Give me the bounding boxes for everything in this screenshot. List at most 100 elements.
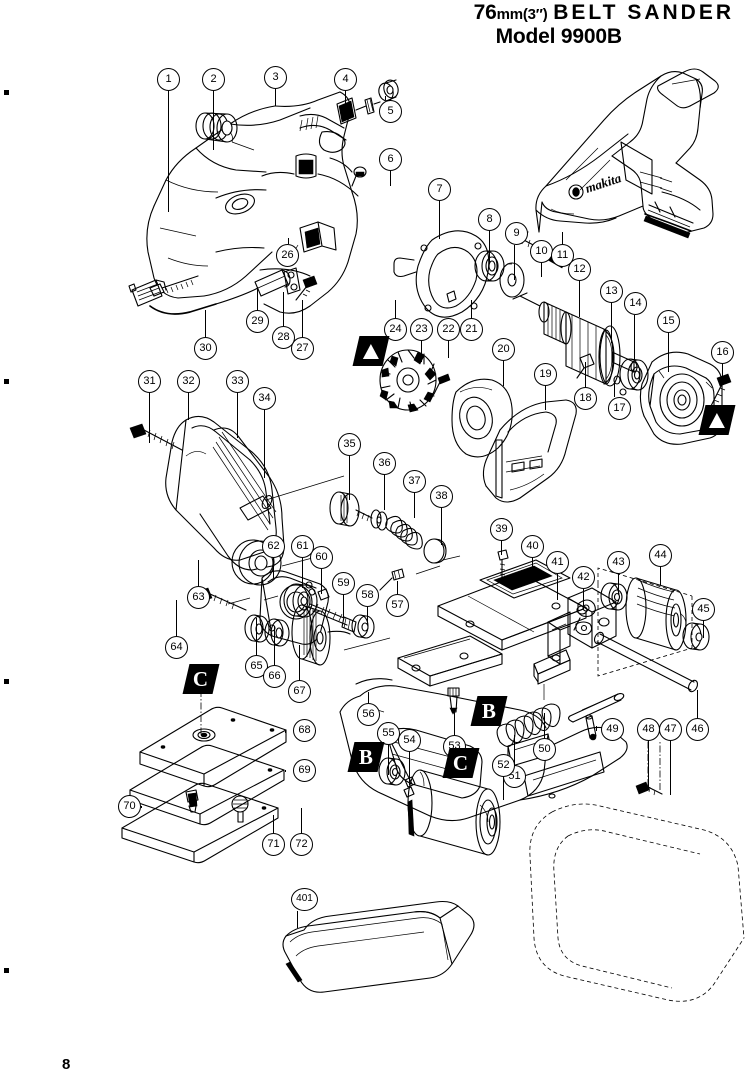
callout-34[interactable]: 34: [253, 387, 276, 410]
callout-13[interactable]: 13: [600, 280, 623, 303]
part-58-bearing: [351, 614, 375, 639]
callout-31[interactable]: 31: [138, 370, 161, 393]
callout-30[interactable]: 30: [194, 337, 217, 360]
part-60-key: [317, 588, 330, 601]
callout-65[interactable]: 65: [245, 655, 268, 678]
callout-7[interactable]: 7: [428, 178, 451, 201]
callout-46[interactable]: 46: [686, 718, 709, 741]
parts-27-30-cord-assembly: [128, 267, 318, 315]
title-unit-metric: mm: [496, 6, 523, 23]
callout-54[interactable]: 54: [398, 729, 421, 752]
callout-leader-72: [301, 808, 302, 833]
callout-8[interactable]: 8: [478, 208, 501, 231]
callout-leader-62: [273, 558, 274, 578]
callout-15[interactable]: 15: [657, 310, 680, 333]
callout-41[interactable]: 41: [546, 551, 569, 574]
callout-71[interactable]: 71: [262, 833, 285, 856]
callout-44[interactable]: 44: [649, 544, 672, 567]
callout-10[interactable]: 10: [530, 240, 553, 263]
callout-leader-3: [275, 89, 276, 106]
callout-leader-20: [503, 361, 504, 386]
title-line-2: Model 9900B: [474, 26, 734, 48]
callout-48[interactable]: 48: [637, 718, 660, 741]
part-67-drive-gear: [291, 604, 351, 666]
callout-leader-18: [585, 362, 586, 387]
callout-29[interactable]: 29: [246, 310, 269, 333]
page-title: 76mm(3″) BELT SANDER Model 9900B: [474, 1, 734, 49]
callout-62[interactable]: 62: [262, 535, 285, 558]
callout-23[interactable]: 23: [410, 318, 433, 341]
callout-59[interactable]: 59: [332, 572, 355, 595]
callout-leader-16: [722, 364, 723, 383]
callout-40[interactable]: 40: [521, 535, 544, 558]
callout-leader-9: [514, 245, 515, 280]
callout-61[interactable]: 61: [291, 535, 314, 558]
callout-9[interactable]: 9: [505, 222, 528, 245]
parts-65-66-bearings: [244, 614, 290, 647]
callout-401[interactable]: 401: [291, 888, 318, 911]
callout-26[interactable]: 26: [276, 244, 299, 267]
callout-58[interactable]: 58: [356, 584, 379, 607]
callout-6[interactable]: 6: [379, 148, 402, 171]
callout-50[interactable]: 50: [533, 738, 556, 761]
part-2-dust-cap: [195, 112, 255, 151]
callout-leader-29: [257, 287, 258, 310]
callout-3[interactable]: 3: [264, 66, 287, 89]
callout-47[interactable]: 47: [659, 718, 682, 741]
callout-12[interactable]: 12: [568, 258, 591, 281]
callout-49[interactable]: 49: [601, 718, 624, 741]
callout-2[interactable]: 2: [202, 68, 225, 91]
callout-17[interactable]: 17: [608, 397, 631, 420]
callout-leader-11: [562, 232, 563, 244]
callout-16[interactable]: 16: [711, 341, 734, 364]
callout-69[interactable]: 69: [293, 759, 316, 782]
callout-21[interactable]: 21: [460, 318, 483, 341]
callout-1[interactable]: 1: [157, 68, 180, 91]
callout-35[interactable]: 35: [338, 433, 361, 456]
callout-70[interactable]: 70: [118, 795, 141, 818]
callout-leader-44: [660, 567, 661, 585]
callout-64[interactable]: 64: [165, 636, 188, 659]
callout-leader-55: [388, 745, 389, 775]
callout-42[interactable]: 42: [572, 566, 595, 589]
callout-36[interactable]: 36: [373, 452, 396, 475]
callout-52[interactable]: 52: [492, 754, 515, 777]
model-number: 9900B: [560, 25, 622, 49]
callout-14[interactable]: 14: [624, 292, 647, 315]
callout-28[interactable]: 28: [272, 326, 295, 349]
callout-leader-401: [297, 911, 298, 928]
callout-39[interactable]: 39: [490, 518, 513, 541]
callout-37[interactable]: 37: [403, 470, 426, 493]
callout-43[interactable]: 43: [607, 551, 630, 574]
callout-leader-58: [367, 607, 368, 625]
part-23-fan-wheel: [379, 349, 451, 413]
callout-68[interactable]: 68: [293, 719, 316, 742]
callout-5[interactable]: 5: [379, 100, 402, 123]
callout-19[interactable]: 19: [534, 363, 557, 386]
callout-24[interactable]: 24: [384, 318, 407, 341]
callout-32[interactable]: 32: [177, 370, 200, 393]
callout-55[interactable]: 55: [377, 722, 400, 745]
part-4-5-switch-assembly: [336, 79, 399, 125]
callout-leader-13: [611, 303, 612, 343]
callout-45[interactable]: 45: [692, 598, 715, 621]
part-35-pulley: [329, 491, 373, 527]
callout-33[interactable]: 33: [226, 370, 249, 393]
callout-67[interactable]: 67: [288, 680, 311, 703]
callout-leader-69: [285, 770, 286, 772]
callout-66[interactable]: 66: [263, 665, 286, 688]
callout-18[interactable]: 18: [574, 387, 597, 410]
callout-57[interactable]: 57: [386, 594, 409, 617]
callout-63[interactable]: 63: [187, 586, 210, 609]
callout-72[interactable]: 72: [290, 833, 313, 856]
callout-38[interactable]: 38: [430, 485, 453, 508]
callout-leader-5: [385, 96, 386, 100]
callout-11[interactable]: 11: [551, 244, 574, 267]
callout-4[interactable]: 4: [334, 68, 357, 91]
callout-20[interactable]: 20: [492, 338, 515, 361]
callout-60[interactable]: 60: [310, 546, 333, 569]
callout-56[interactable]: 56: [357, 703, 380, 726]
callout-22[interactable]: 22: [437, 318, 460, 341]
callout-27[interactable]: 27: [291, 337, 314, 360]
